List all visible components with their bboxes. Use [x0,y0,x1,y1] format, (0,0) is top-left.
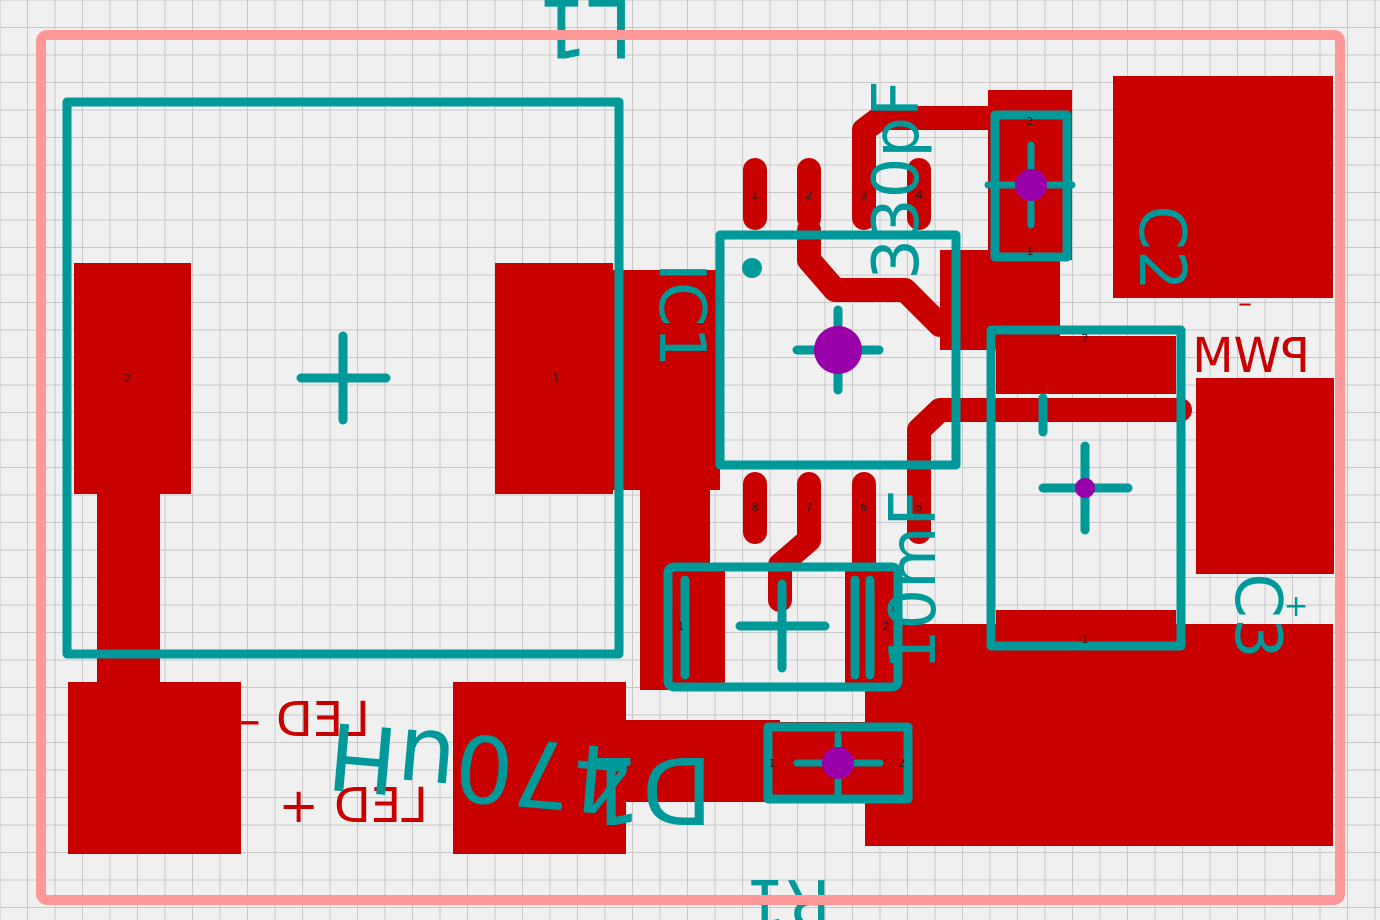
via-c2[interactable] [1015,169,1047,201]
pwm-label: PWM [1192,328,1310,384]
trace-pin2-bend [797,218,952,337]
l1-value: 470uH [324,701,635,834]
ic1-pin-2-pad[interactable] [797,158,821,230]
ic1-pin-3-number: 3 [861,189,868,202]
trace-l1-ic-bus [610,270,720,490]
ic1-designator: IC1 [644,263,718,367]
l1-pad-2[interactable] [74,263,191,494]
trace-d1-bottom [620,720,780,802]
ic1-outline [715,230,961,470]
d1-outline [663,562,903,692]
l1-pad-1-number: 1 [553,372,560,385]
d1-pad-2-number: 2 [883,620,890,633]
d1-pad-1-copper[interactable] [665,567,725,687]
d1-pad-1-number: 1 [678,620,685,633]
c2-pad-1-number: 1 [1027,245,1034,258]
pwm-minus-sign: – [1238,286,1252,319]
c3-pad-2[interactable] [996,336,1176,394]
pwm-plus-pad[interactable] [1196,378,1334,574]
c3-polarity: + [1283,589,1308,624]
ic1-pin-6-number: 6 [861,501,868,514]
ic1-pin1-dot [742,258,762,278]
pad-number-labels: 2 1 1 2 3 4 5 6 7 8 2 1 2 1 1 2 1 2 [125,115,1089,770]
r1-pad-1-number: 1 [769,757,776,770]
c2-designator: C2 [1124,205,1198,290]
via-c3[interactable] [1075,478,1095,498]
c3-outline [986,325,1186,651]
ic1-pin-8-number: 8 [752,501,759,514]
l1-center-cross [296,331,391,425]
silkscreen-layer: L1 IC1 330pF C2 10mF C3 + D1 470uH R1 [62,0,1309,920]
l1-outline [62,97,624,659]
c2-value: 330pF [860,80,934,280]
l1-pad-1[interactable] [495,263,613,494]
via-ic1[interactable] [814,326,862,374]
c2-pad-2-number: 2 [1027,115,1034,128]
led-minus-pad[interactable] [68,682,241,854]
c3-pad-1-number: 1 [1082,633,1089,646]
pwm-minus-pad[interactable] [1113,76,1333,298]
board-outline [36,30,1345,905]
c3-value: 10mF [877,490,951,671]
ic1-pin-1-number: 1 [752,189,759,202]
ic1-pin-2-number: 2 [806,189,813,202]
via-r1[interactable] [822,747,854,779]
led-plus-label: LED + [278,778,428,834]
via-layer [814,169,1095,779]
c3-designator: C3 [1220,573,1294,658]
r1-pad-2-number: 2 [899,757,906,770]
c3-pad-2-number: 2 [1082,332,1089,345]
copper-layer: LED – LED + PWM – [68,76,1334,854]
led-plus-pad[interactable] [453,682,626,854]
l1-pad-2-number: 2 [125,372,132,385]
power-pad[interactable] [865,624,1333,846]
ic1-pin-5-number: 5 [916,501,923,514]
trace-pin3-to-c2 [852,106,1000,202]
led-minus-label: LED – [237,692,370,748]
ic1-pin-8-pad[interactable] [743,472,767,544]
r1-designator: R1 [745,864,830,920]
ic1-pin-4-number: 4 [916,189,923,202]
d1-center-cross [735,579,830,673]
d1-designator: D1 [583,736,712,843]
ic1-pin-7-number: 7 [806,501,813,514]
ic1-pin-1-pad[interactable] [743,158,767,230]
ic1-pin-4-pad[interactable] [907,158,931,230]
